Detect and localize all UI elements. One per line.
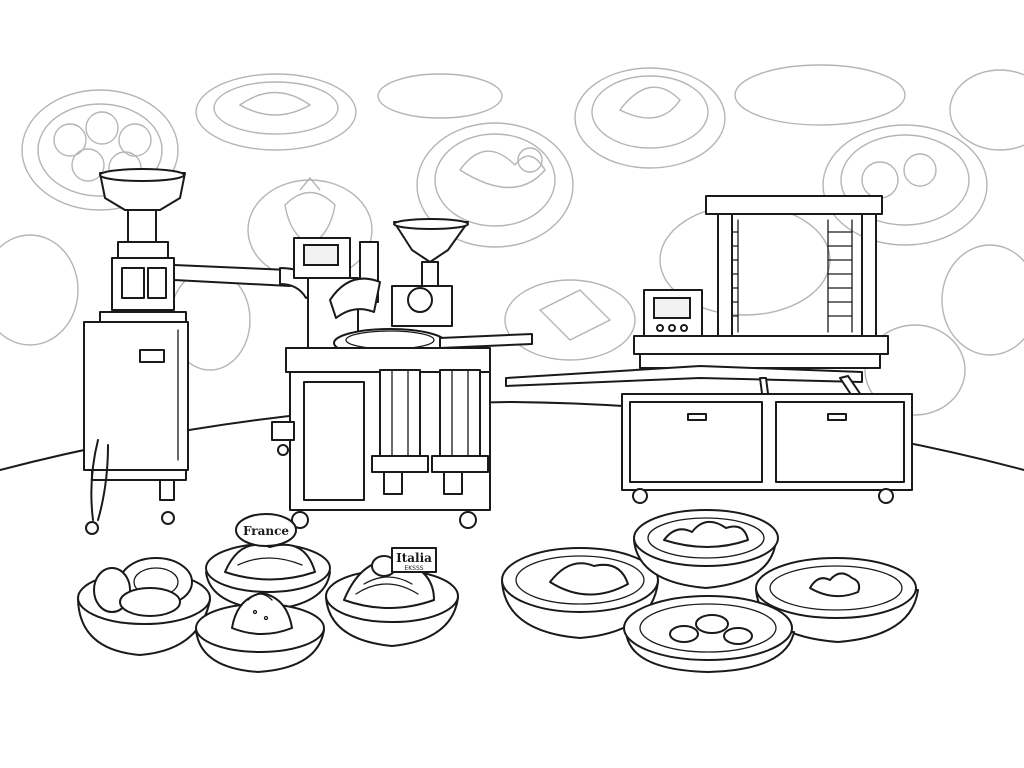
- tart-kiwi: [77, 557, 211, 656]
- tart-swirl-flag-italia: Italia EKSSS: [325, 547, 459, 647]
- tart-mixed-fruit: [633, 509, 779, 589]
- flag-label-italia-sub: EKSSS: [404, 565, 423, 572]
- tart-strawberry: [195, 592, 325, 673]
- tart-sliced-fruit-front: [623, 595, 795, 673]
- depositor-machine-left: [83, 168, 321, 535]
- flag-label-france: France: [243, 524, 289, 538]
- sheeter-machine-right: [505, 195, 913, 504]
- tart-apple-slices: [501, 547, 659, 639]
- forming-machine-center: [271, 218, 533, 529]
- tart-cream-flag-france: France: [205, 513, 331, 611]
- flag-label-italia: Italia: [396, 551, 432, 565]
- tart-berries: [755, 557, 919, 643]
